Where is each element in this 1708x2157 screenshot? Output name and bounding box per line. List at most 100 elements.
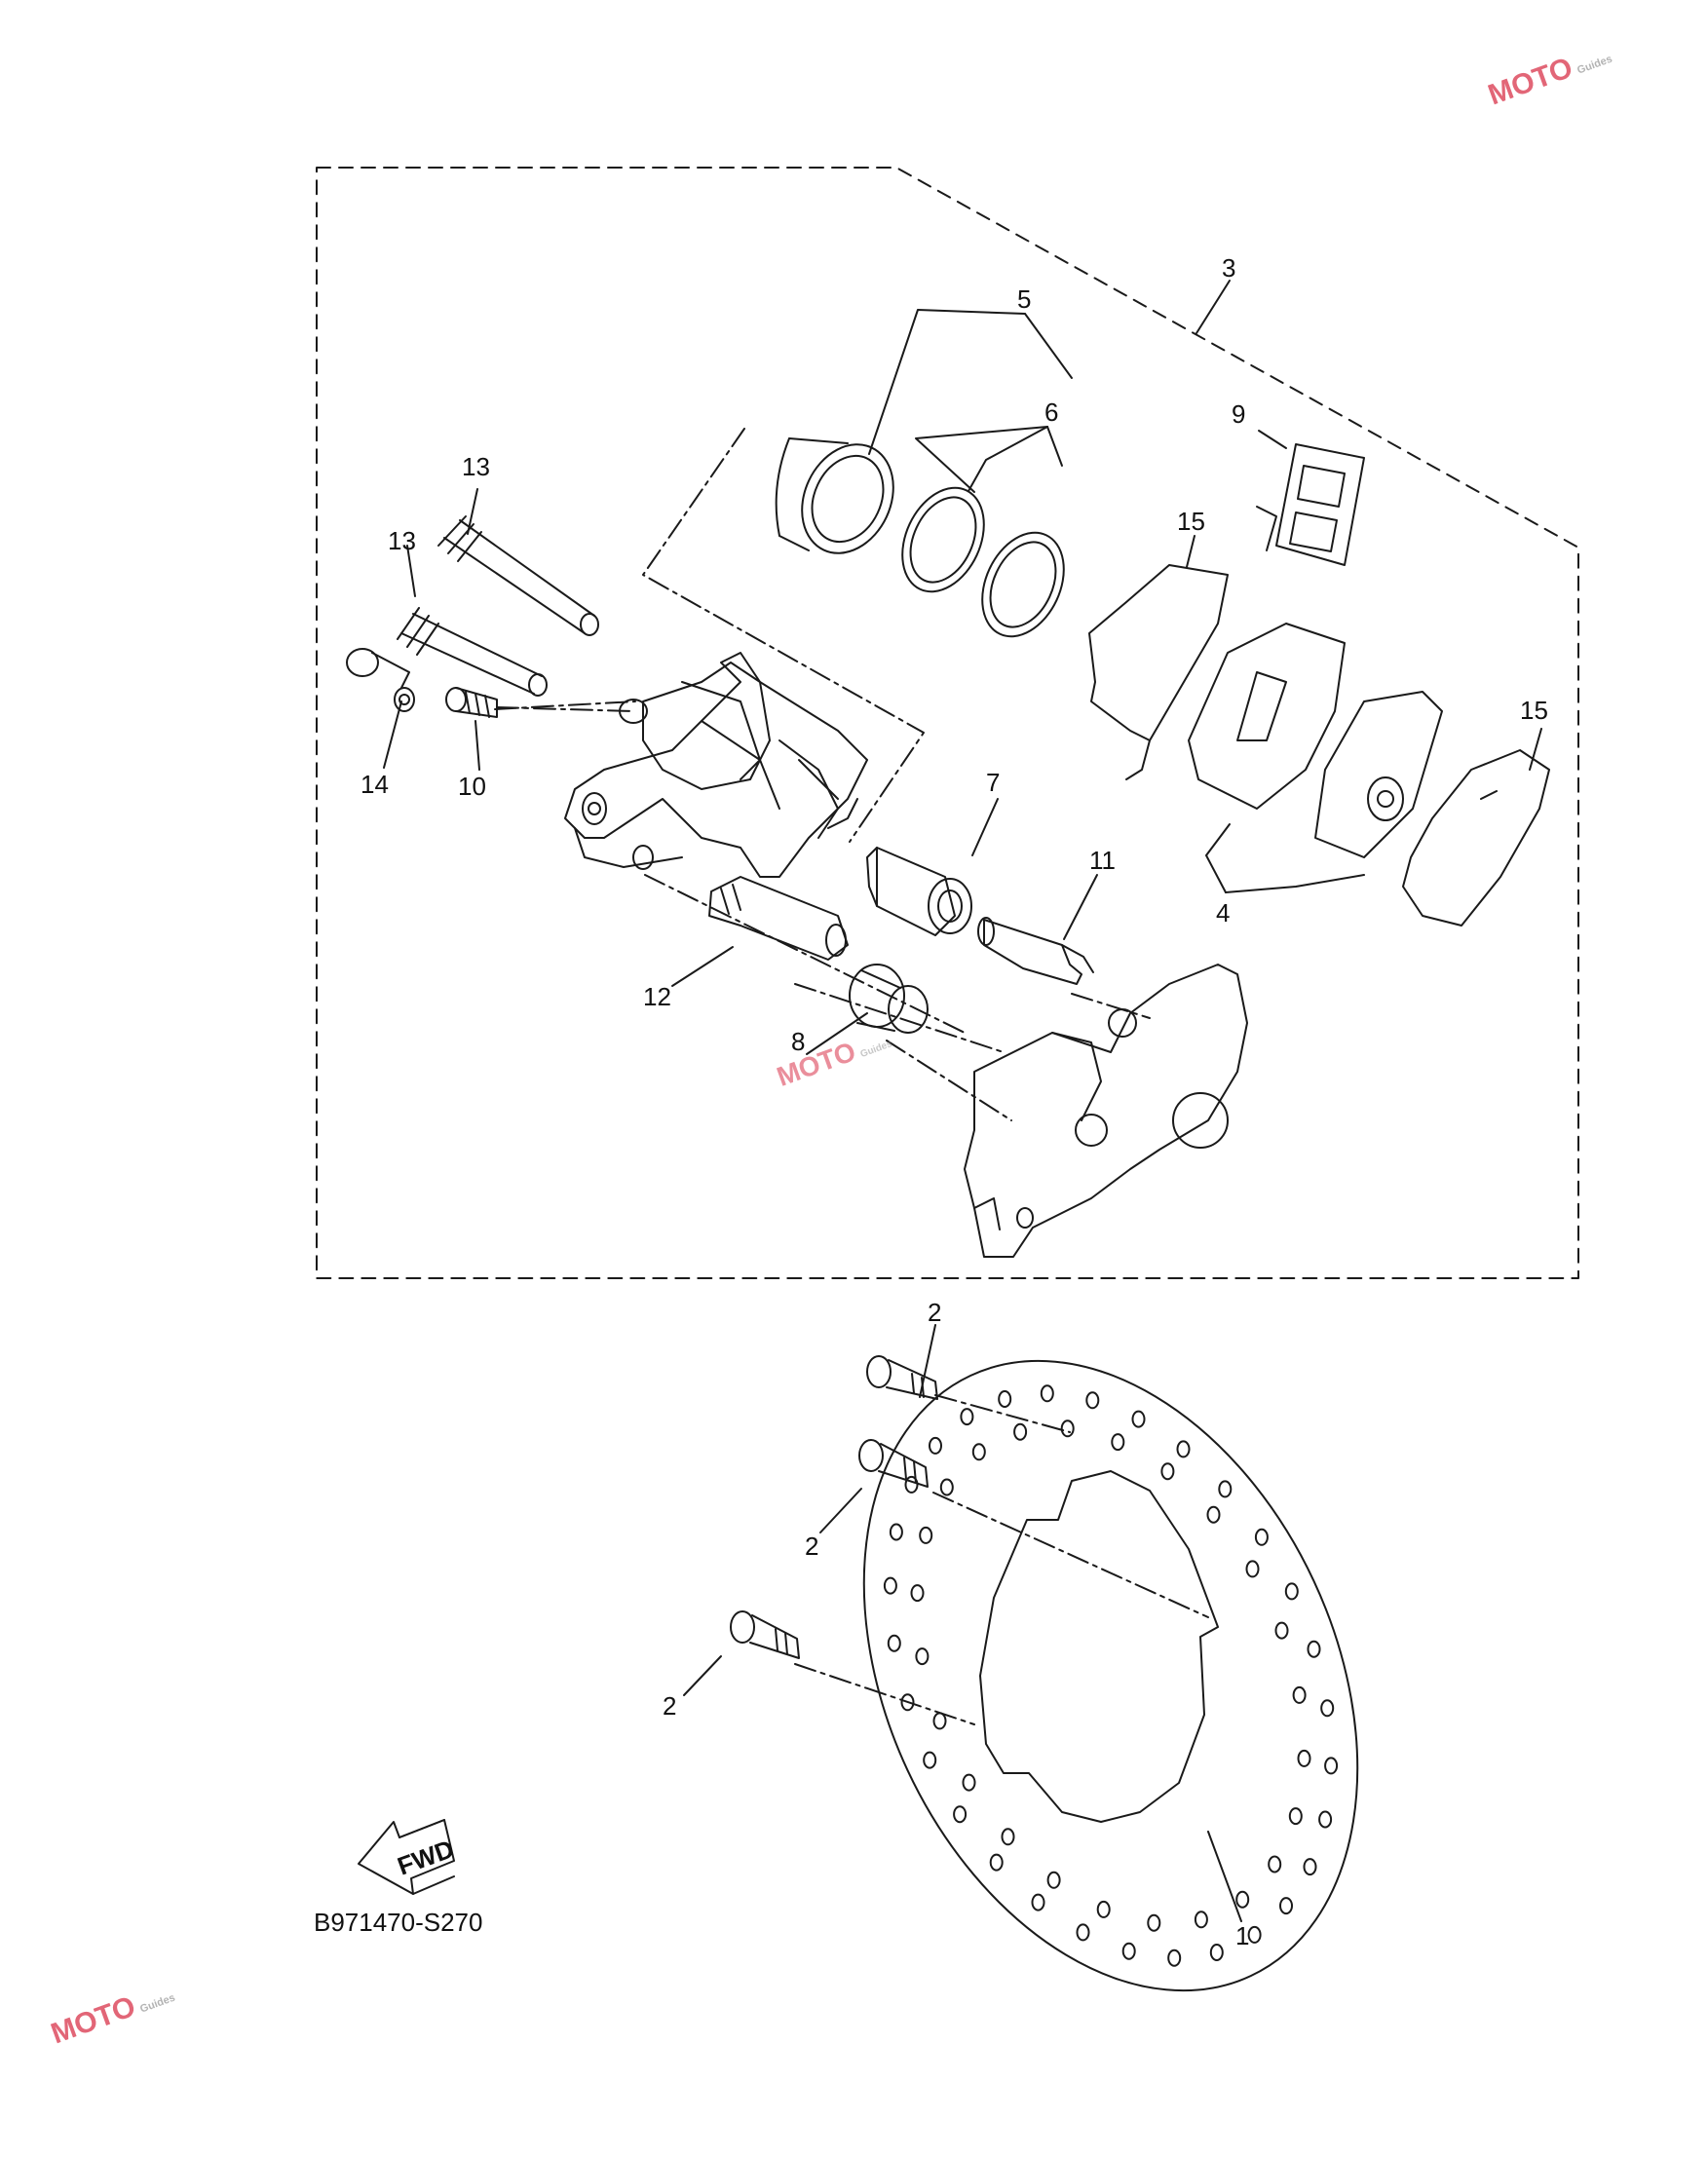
disc-hole — [1076, 1923, 1090, 1942]
disc-hole — [889, 1523, 903, 1541]
disc-hole — [1013, 1422, 1028, 1441]
label-6: 6 — [1044, 397, 1058, 427]
disc-hole — [1247, 1925, 1262, 1944]
label-9: 9 — [1232, 399, 1245, 429]
disc-hole — [1268, 1855, 1282, 1873]
label-10: 10 — [458, 772, 486, 801]
label-2-top: 2 — [928, 1298, 941, 1327]
disc-hole — [1121, 1942, 1136, 1960]
pad-shim-right — [1402, 749, 1550, 927]
disc-hole — [1297, 1749, 1311, 1767]
disc-hole — [1194, 1911, 1208, 1929]
disc-hole — [1320, 1699, 1335, 1718]
disc-hole — [883, 1576, 897, 1595]
disc-hole — [1292, 1685, 1307, 1704]
pad-spring — [1256, 443, 1365, 566]
disc-holes — [883, 1384, 1339, 1967]
disc-hole — [1040, 1384, 1054, 1403]
disc-hole — [1046, 1871, 1061, 1889]
disc-hole — [1147, 1913, 1161, 1932]
bleed-cap — [346, 648, 415, 712]
disc-hole — [910, 1584, 925, 1603]
disc-hole — [962, 1773, 976, 1792]
label-2-middle: 2 — [805, 1532, 818, 1561]
caliper-pin — [977, 917, 1094, 985]
brake-pads — [1188, 623, 1443, 858]
disc-hole — [960, 1408, 974, 1426]
disc-hole — [915, 1647, 930, 1666]
disc-hole — [919, 1526, 933, 1544]
disc-hole — [939, 1478, 954, 1496]
label-12: 12 — [643, 982, 671, 1011]
disc-hole — [989, 1853, 1004, 1872]
disc-hole — [1279, 1897, 1293, 1915]
disc-hole — [1274, 1621, 1289, 1640]
caliper-bracket — [964, 964, 1248, 1258]
disc-hole — [1060, 1419, 1075, 1438]
disc-hole — [953, 1805, 968, 1824]
disc-hole — [1131, 1410, 1146, 1428]
disc-hole — [887, 1634, 901, 1652]
caliper-body — [564, 652, 868, 878]
disc-hole — [971, 1443, 986, 1461]
label-13-lower: 13 — [388, 526, 416, 555]
pad-shim-left — [1088, 564, 1229, 780]
disc-hole — [1284, 1582, 1299, 1601]
disc-hole — [1096, 1900, 1111, 1918]
label-15-right: 15 — [1520, 696, 1548, 725]
disc-bolt-top — [866, 1355, 938, 1400]
disc-hole — [1031, 1893, 1045, 1911]
bleed-screw — [445, 687, 634, 718]
disc-hole — [1288, 1807, 1303, 1826]
alignment-lines — [494, 428, 1209, 1725]
fwd-label: FWD — [394, 1834, 458, 1880]
disc-hole — [1324, 1757, 1339, 1775]
disc-hole — [1176, 1440, 1191, 1458]
disc-hole — [1318, 1810, 1333, 1829]
label-8: 8 — [791, 1027, 805, 1056]
label-3: 3 — [1222, 253, 1235, 283]
label-14: 14 — [361, 770, 389, 799]
disc-hole — [1235, 1890, 1250, 1909]
disc-hole — [900, 1693, 915, 1712]
disc-hole — [1001, 1828, 1015, 1846]
pin-boot — [866, 847, 972, 936]
leader-lines — [383, 280, 1542, 1922]
label-4: 4 — [1216, 898, 1230, 927]
disc-hole — [1160, 1462, 1175, 1481]
piston — [775, 437, 894, 554]
caliper-assembly-boundary — [316, 167, 1579, 1279]
disc-hole — [1167, 1949, 1182, 1967]
disc-hole — [932, 1712, 947, 1730]
slide-pin-upper — [437, 515, 599, 636]
disc-hole — [1307, 1640, 1321, 1658]
disc-hole — [923, 1751, 937, 1769]
label-2-bottom: 2 — [663, 1691, 676, 1721]
disc-hole — [1218, 1480, 1233, 1498]
label-1: 1 — [1235, 1921, 1249, 1950]
disc-hole — [1209, 1944, 1224, 1961]
disc-hole — [998, 1390, 1012, 1408]
disc-hole — [1085, 1391, 1100, 1410]
label-15-left: 15 — [1177, 507, 1205, 536]
disc-hole — [1254, 1528, 1269, 1546]
caliper-bolt — [708, 876, 849, 961]
disc-hole — [1206, 1505, 1221, 1524]
disc-bolt-middle — [858, 1439, 929, 1488]
slide-pin-lower — [397, 607, 548, 697]
dust-boot — [849, 964, 929, 1034]
brake-disc — [862, 1359, 1359, 1992]
disc-bolt-bottom — [730, 1610, 800, 1659]
disc-hole — [1111, 1433, 1125, 1452]
diagram-code: B971470-S270 — [314, 1908, 482, 1937]
piston-seals — [901, 486, 1065, 638]
disc-hole — [1303, 1858, 1317, 1876]
disc-hole — [1245, 1560, 1260, 1578]
label-5: 5 — [1017, 284, 1031, 314]
label-13-upper: 13 — [462, 452, 490, 481]
disc-hole — [929, 1436, 942, 1455]
disc-hole — [904, 1475, 919, 1494]
label-11: 11 — [1089, 846, 1116, 875]
fwd-arrow-icon — [358, 1819, 455, 1895]
